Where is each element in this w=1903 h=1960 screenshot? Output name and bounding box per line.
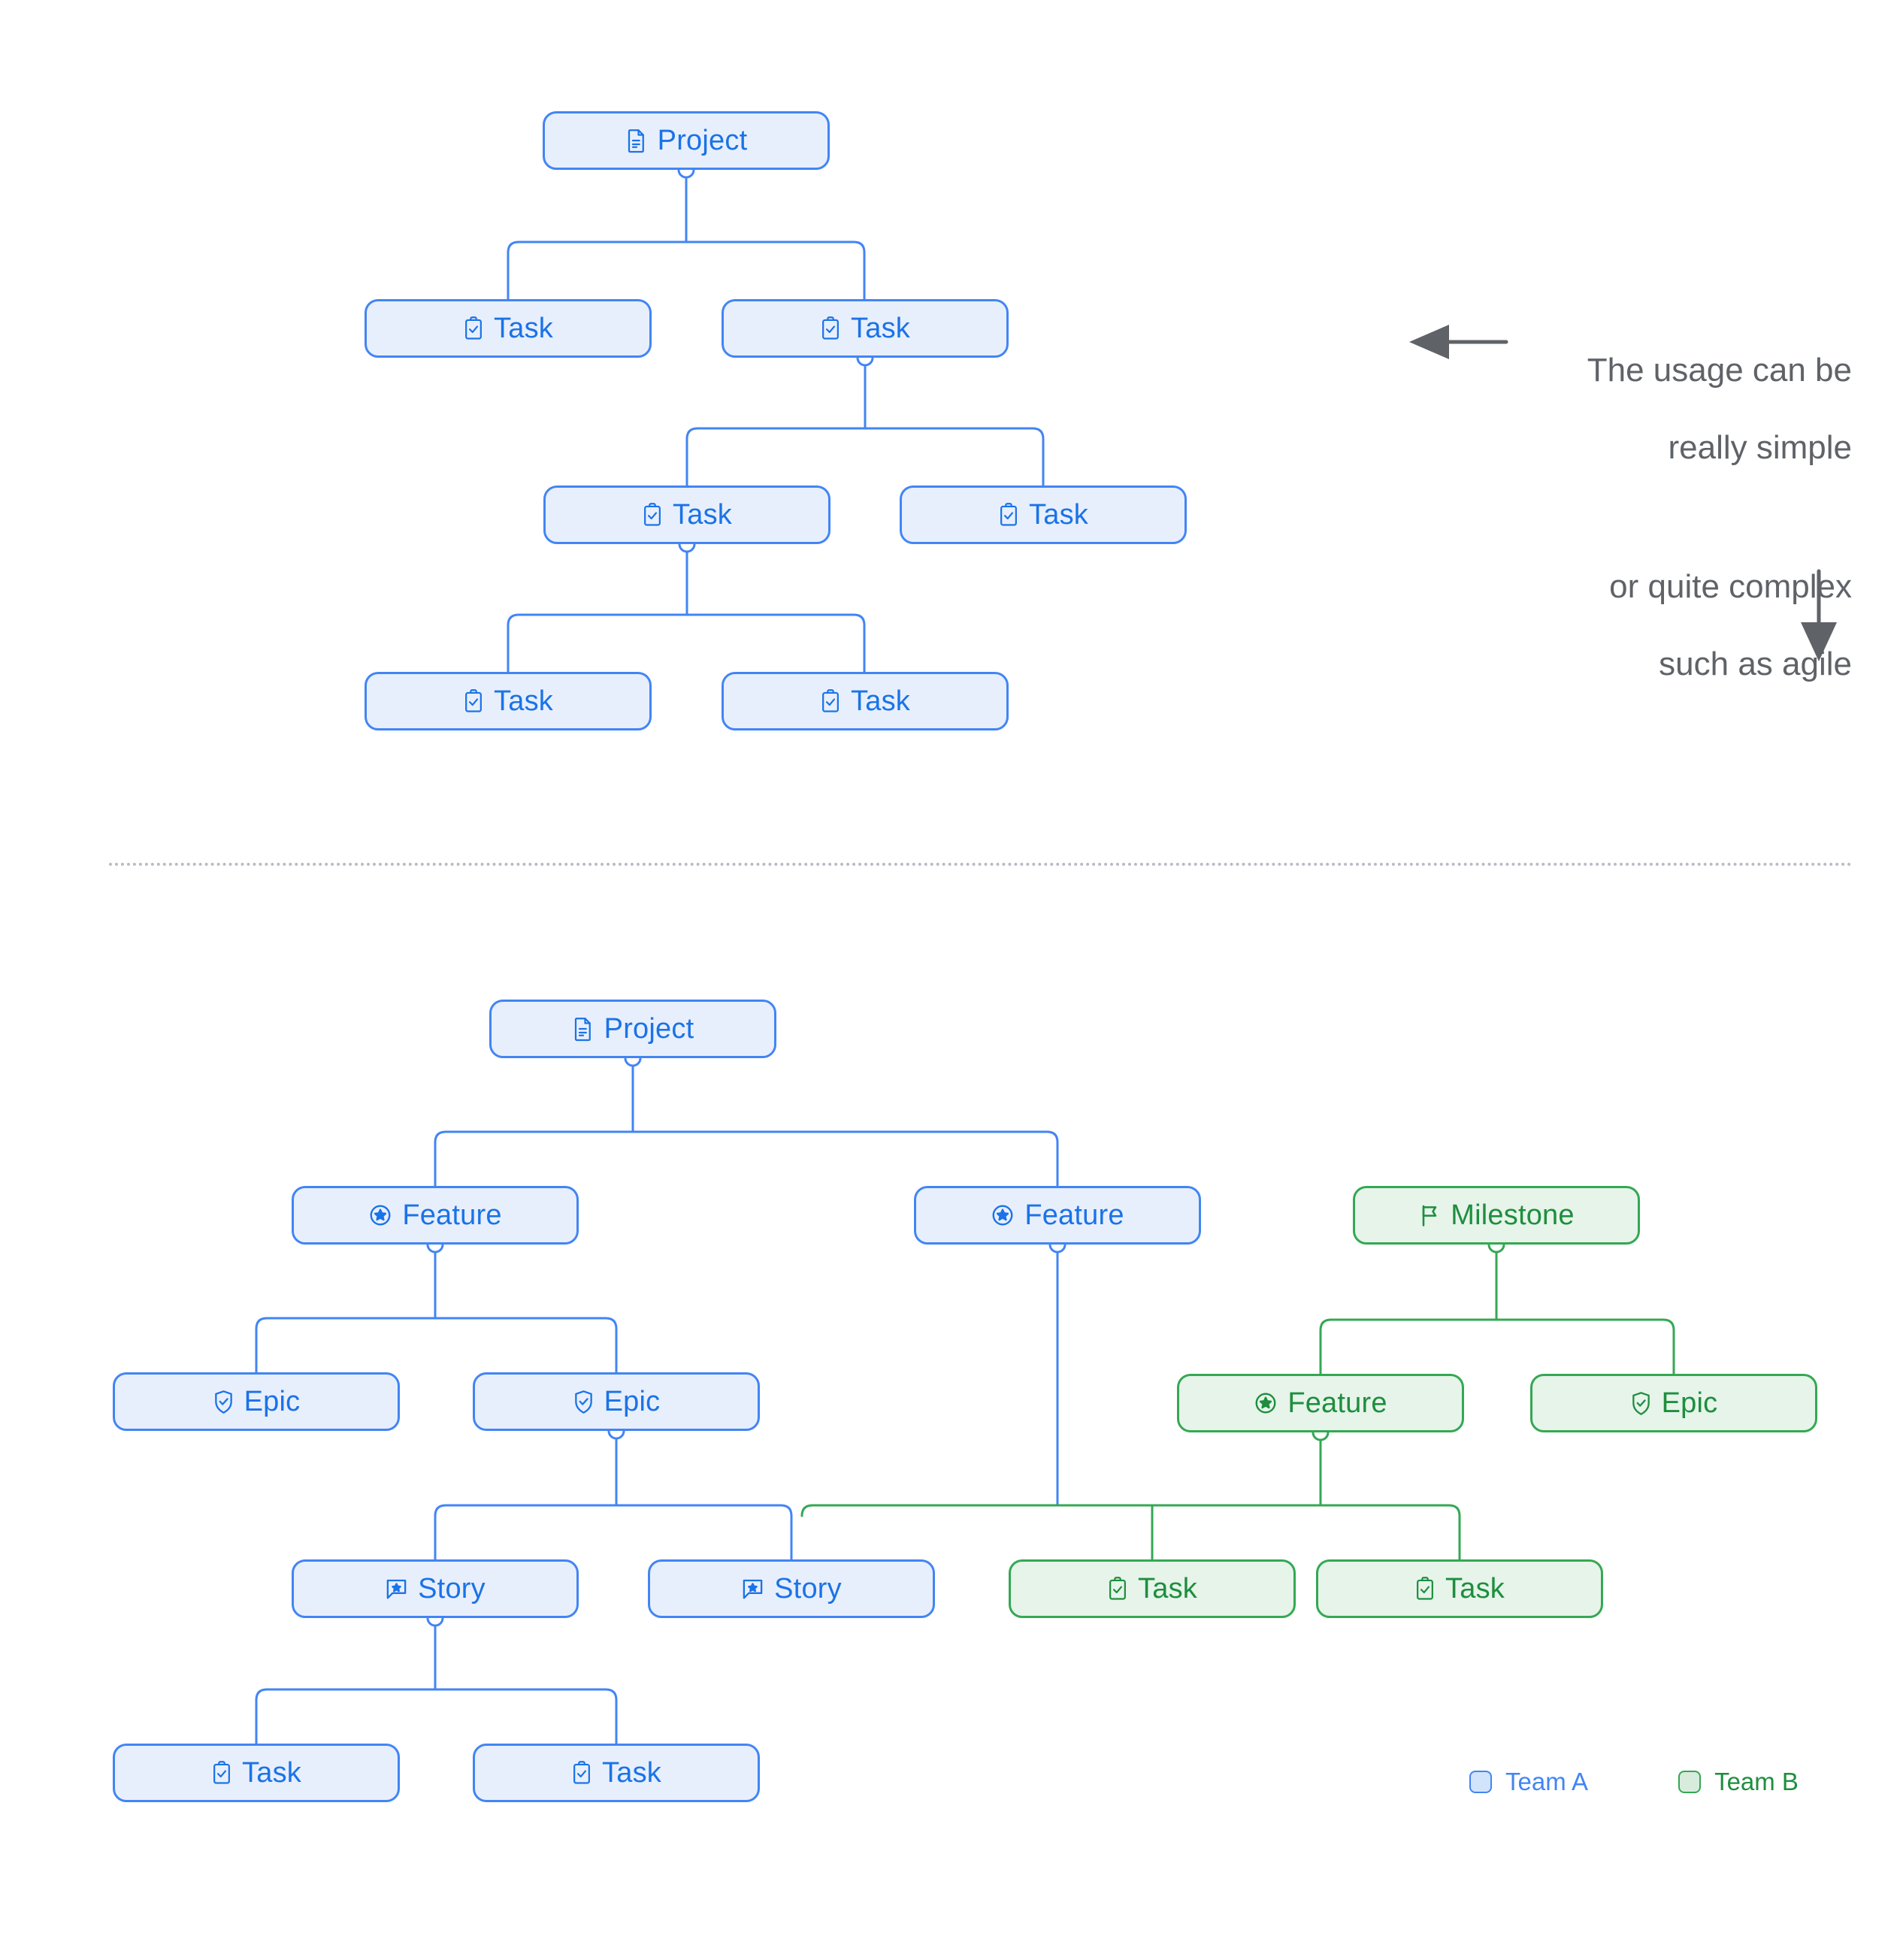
legend-swatch-green <box>1678 1771 1702 1793</box>
section-divider <box>109 863 1853 866</box>
node-task[interactable]: Task <box>365 299 652 358</box>
edge-project-tasks <box>507 168 866 301</box>
legend-label: Team B <box>1714 1768 1799 1795</box>
shield-check-icon <box>1630 1391 1652 1416</box>
edge-epic2-stories <box>434 1429 793 1561</box>
node-task[interactable]: Task <box>1316 1559 1603 1618</box>
node-task[interactable]: Task <box>365 672 652 730</box>
comment-star-icon <box>385 1577 408 1600</box>
clipboard-check-icon <box>820 689 841 713</box>
flag-icon <box>1418 1203 1441 1227</box>
node-feature[interactable]: Feature <box>1177 1374 1464 1432</box>
node-label: Task <box>1445 1573 1505 1605</box>
clipboard-check-icon <box>211 1761 232 1785</box>
node-label: Project <box>657 125 748 156</box>
star-circle-icon <box>368 1203 392 1227</box>
edge-feature1-epics <box>255 1243 618 1374</box>
node-label: Feature <box>1287 1387 1387 1419</box>
node-task[interactable]: Task <box>722 672 1009 730</box>
clipboard-check-icon <box>1107 1577 1128 1601</box>
star-circle-icon <box>1254 1391 1278 1415</box>
node-label: Task <box>494 685 553 717</box>
node-epic[interactable]: Epic <box>1530 1374 1817 1432</box>
annotation-line-2: really simple <box>1668 429 1852 467</box>
clipboard-check-icon <box>998 503 1019 527</box>
node-label: Project <box>604 1013 694 1045</box>
edge-story1-tasks <box>255 1617 618 1745</box>
node-label: Task <box>494 313 553 344</box>
node-task[interactable]: Task <box>113 1744 400 1802</box>
node-label: Milestone <box>1451 1199 1575 1231</box>
clipboard-check-icon <box>820 316 841 340</box>
star-circle-icon <box>991 1203 1015 1227</box>
legend-item-team-a: Team A <box>1469 1768 1588 1796</box>
node-story[interactable]: Story <box>648 1559 935 1618</box>
node-epic[interactable]: Epic <box>113 1372 400 1431</box>
shield-check-icon <box>213 1390 234 1414</box>
node-label: Story <box>418 1573 486 1605</box>
node-label: Epic <box>1661 1387 1718 1419</box>
edge-milestone-children <box>1319 1243 1675 1375</box>
edge-feature3-tasks <box>800 1431 1461 1561</box>
node-label: Story <box>774 1573 842 1605</box>
clipboard-check-icon <box>1414 1577 1436 1601</box>
document-icon <box>572 1016 594 1042</box>
legend-item-team-b: Team B <box>1678 1768 1799 1796</box>
node-label: Task <box>673 499 732 531</box>
node-label: Feature <box>402 1199 502 1231</box>
node-feature[interactable]: Feature <box>914 1186 1201 1245</box>
node-task[interactable]: Task <box>1009 1559 1296 1618</box>
annotation-line-3: or quite complex <box>1609 567 1852 605</box>
clipboard-check-icon <box>642 503 663 527</box>
node-label: Task <box>242 1757 301 1789</box>
edge-agile-project-features <box>434 1057 1059 1187</box>
node-label: Task <box>851 313 910 344</box>
node-project[interactable]: Project <box>543 111 830 170</box>
clipboard-check-icon <box>463 689 484 713</box>
comment-star-icon <box>741 1577 764 1600</box>
annotation-line-1: The usage can be <box>1587 352 1852 389</box>
node-story[interactable]: Story <box>292 1559 579 1618</box>
edge-task3-children <box>507 543 866 673</box>
node-label: Task <box>1138 1573 1197 1605</box>
clipboard-check-icon <box>571 1761 592 1785</box>
node-label: Task <box>851 685 910 717</box>
edge-task2-children <box>685 356 1045 487</box>
legend-label: Team A <box>1505 1768 1589 1795</box>
document-icon <box>625 128 648 153</box>
annotation-line-4: such as agile <box>1659 645 1852 682</box>
node-feature[interactable]: Feature <box>292 1186 579 1245</box>
node-label: Epic <box>604 1386 661 1417</box>
node-task[interactable]: Task <box>473 1744 760 1802</box>
node-task[interactable]: Task <box>900 485 1187 544</box>
node-label: Task <box>1029 499 1088 531</box>
legend-swatch-blue <box>1469 1771 1492 1793</box>
node-epic[interactable]: Epic <box>473 1372 760 1431</box>
node-project[interactable]: Project <box>489 1000 776 1058</box>
node-label: Epic <box>244 1386 301 1417</box>
annotation-text: The usage can be really simple or quite … <box>1491 313 1852 722</box>
node-task[interactable]: Task <box>722 299 1009 358</box>
node-task[interactable]: Task <box>543 485 830 544</box>
node-label: Feature <box>1024 1199 1124 1231</box>
clipboard-check-icon <box>463 316 484 340</box>
node-milestone[interactable]: Milestone <box>1353 1186 1640 1245</box>
shield-check-icon <box>573 1390 594 1414</box>
node-label: Task <box>602 1757 661 1789</box>
legend: Team A Team B <box>1469 1768 1799 1796</box>
